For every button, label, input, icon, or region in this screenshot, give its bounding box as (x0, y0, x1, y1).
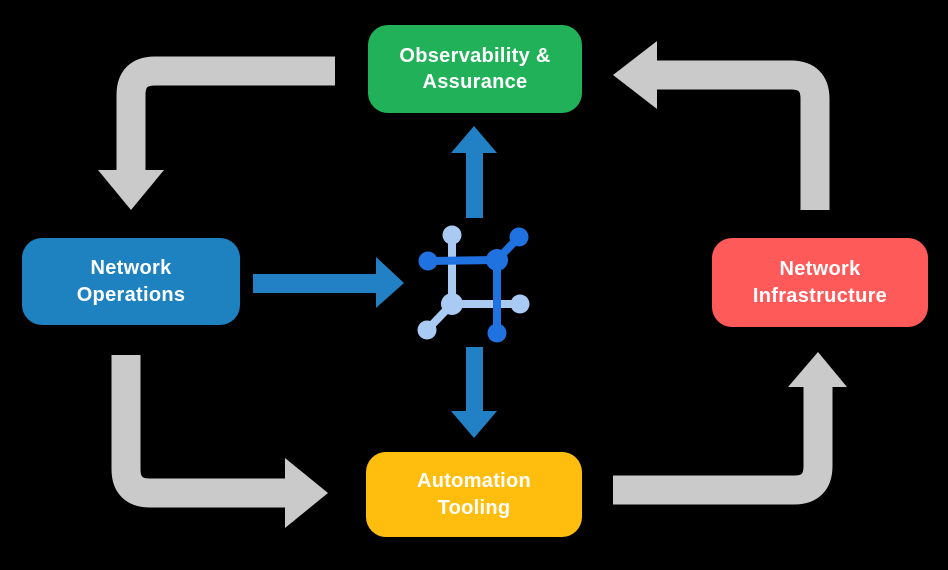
node-network-operations: Network Operations (22, 238, 240, 325)
arrow-observability-to-operations-line (116, 56, 335, 171)
arrow-operations-to-center-head (376, 257, 404, 308)
arrow-operations-to-automation-line (111, 355, 285, 508)
arrow-observability-to-operations (98, 56, 335, 210)
network-mesh-icon-dark-node-bottom (487, 323, 507, 343)
network-mesh-icon-dark-node-top-right (509, 227, 529, 247)
network-mesh-icon-dark-node-left (418, 251, 438, 271)
arrow-observability-to-operations-head (98, 170, 164, 210)
node-automation-tooling: Automation Tooling (366, 452, 582, 537)
network-mesh-icon-light-node-bottom-left (417, 320, 437, 340)
node-observability-assurance: Observability & Assurance (368, 25, 582, 113)
arrow-center-to-automation-head (451, 411, 497, 438)
node-automation-tooling-label: Automation Tooling (416, 470, 532, 519)
node-network-infrastructure: Network Infrastructure (712, 238, 928, 327)
arrow-infrastructure-to-observability (613, 41, 830, 210)
arrow-center-to-observability (451, 126, 497, 218)
network-mesh-icon-light-node-top (442, 225, 462, 245)
arrow-operations-to-automation-head (285, 458, 328, 528)
network-mesh-icon (417, 225, 530, 343)
arrow-infrastructure-to-observability-head (613, 41, 657, 109)
arrow-automation-to-infrastructure-head (788, 352, 847, 387)
node-observability-assurance-label: Observability & Assurance (399, 44, 551, 93)
arrow-operations-to-center (253, 257, 404, 308)
network-mesh-icon-light-junction (441, 293, 463, 315)
arrow-center-to-automation-shaft (466, 347, 483, 411)
network-mesh-icon-dark-top-edge (424, 256, 501, 265)
network-mesh-icon-dark-junction (486, 249, 508, 271)
network-mesh-icon-light-node-right (510, 294, 530, 314)
arrow-infrastructure-to-observability-line (657, 60, 830, 210)
arrow-center-to-automation (451, 347, 497, 438)
arrow-operations-to-automation (111, 355, 328, 528)
node-network-operations-label: Network Operations (76, 257, 186, 306)
arrow-automation-to-infrastructure-line (613, 387, 833, 505)
arrow-operations-to-center-shaft (253, 274, 377, 293)
node-network-infrastructure-label: Network Infrastructure (752, 258, 888, 307)
arrow-center-to-observability-shaft (466, 152, 483, 218)
arrow-center-to-observability-head (451, 126, 497, 153)
arrow-automation-to-infrastructure (613, 352, 847, 505)
